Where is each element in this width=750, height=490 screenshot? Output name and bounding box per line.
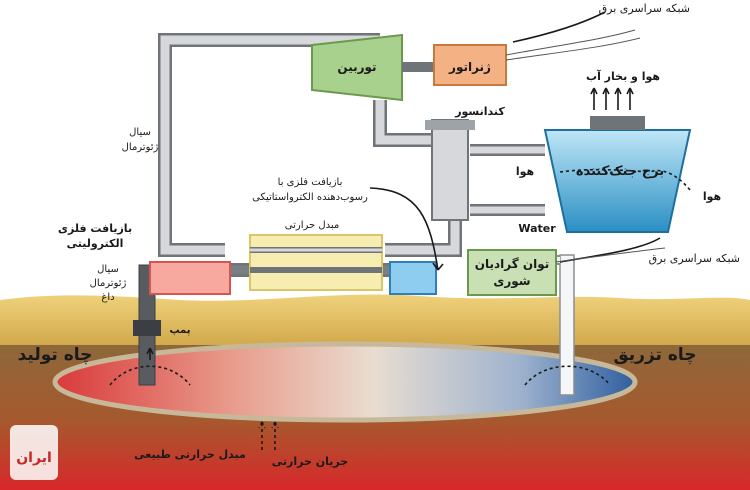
salinity-power-label-1: توان گرادیان [475, 257, 550, 272]
heat-flow-label: جریان حرارتی [272, 455, 348, 468]
electrostatic-recovery-box [389, 261, 437, 295]
geo-fluid-label-2: ژئوترمال [122, 142, 159, 153]
heat-exchanger-label: مبدل حرارتی [285, 220, 340, 231]
hot-fluid-label-1: سیال [97, 264, 119, 275]
metal-recovery-es-label-2: رسوب‌دهنده الکترواستاتیکی [252, 192, 368, 203]
air-left-label: هوا [516, 165, 534, 178]
flow-arrows [109, 11, 691, 450]
natural-heat-exchanger-label: مبدل حرارتی طبیعی [134, 448, 246, 461]
electrolytic-recovery-box [149, 261, 231, 295]
generator-box [433, 44, 507, 86]
hot-fluid-label-3: داغ [101, 292, 114, 303]
grid-right-label: شبکه سراسری برق [649, 252, 740, 265]
production-well-label: چاه تولید [18, 345, 93, 365]
geo-fluid-label-1: سیال [129, 127, 151, 138]
water-label: Water [518, 222, 556, 235]
hot-fluid-label-2: ژئوترمال [90, 278, 127, 289]
condenser-box [431, 119, 469, 221]
logo-badge [10, 425, 58, 480]
turbine-label: توربین [337, 60, 376, 75]
power-lines [505, 29, 666, 263]
tower-fan [590, 116, 645, 130]
cooling-tower-label: برج جنک‌کننده [576, 164, 664, 179]
cooling-tower-shape [543, 129, 692, 233]
turbine-shape [311, 33, 403, 102]
pump-body [133, 320, 161, 336]
salinity-power-label-2: شوری [493, 274, 530, 289]
metal-recovery-el-label-1: بازیافت فلزی [58, 222, 132, 235]
injection-well-label: چاه تزریق [613, 345, 696, 365]
reservoir [52, 341, 638, 423]
pump-label: پمپ [169, 325, 190, 336]
injection-well-pipe [559, 254, 575, 396]
salinity-power-box [467, 249, 557, 296]
heat-exchanger-box [249, 234, 383, 291]
air-right-label: هوا [703, 190, 721, 203]
grid-top-label: شبکه سراسری برق [599, 2, 690, 15]
generator-label: ژنراتور [448, 60, 491, 75]
condenser-label: کندانسور [454, 105, 505, 118]
metal-recovery-el-label-2: الکترولیتی [67, 237, 124, 250]
metal-recovery-es-label-1: بازیافت فلزی با [278, 177, 343, 188]
loop-pipe [160, 35, 380, 255]
air-vapor-label: هوا و بخار آب [586, 69, 660, 83]
logo-text: ایران [16, 450, 52, 466]
